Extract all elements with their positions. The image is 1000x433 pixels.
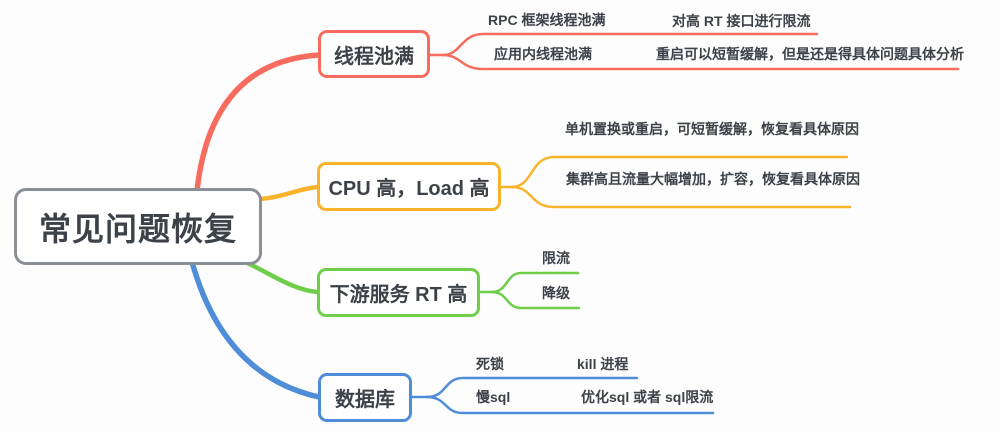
- branch-node-cpu-load[interactable]: CPU 高，Load 高: [317, 162, 501, 211]
- leaf-slow-sql[interactable]: 慢sql: [476, 389, 511, 405]
- leaf-deadlock[interactable]: 死锁: [476, 356, 504, 372]
- connector-root-to-database: [189, 259, 322, 400]
- leaf-note-optimize-sql[interactable]: 优化sql 或者 sql限流: [581, 389, 714, 405]
- leaf-cluster-scale-out[interactable]: 集群高且流量大幅增加，扩容，恢复看具体原因: [566, 171, 860, 187]
- branch-node-database[interactable]: 数据库: [318, 373, 412, 422]
- leaf-degrade[interactable]: 降级: [542, 285, 570, 301]
- connector-root-to-thread-pool: [194, 52, 322, 194]
- underline-degrade: [490, 290, 581, 310]
- root-node[interactable]: 常见问题恢复: [14, 188, 262, 265]
- connector-root-to-cpu-load: [258, 184, 321, 202]
- leaf-note-restart-analyze[interactable]: 重启可以短暂缓解，但是还是得具体问题具体分析: [656, 46, 964, 62]
- branch-node-thread-pool[interactable]: 线程池满: [318, 30, 430, 78]
- branch-node-database-label: 数据库: [335, 389, 395, 411]
- leaf-note-kill-process[interactable]: kill 进程: [577, 356, 629, 372]
- underline-in-app-pool: [441, 53, 960, 71]
- leaf-rpc-framework-pool[interactable]: RPC 框架线程池满: [488, 12, 606, 28]
- underline-cluster-scale-out: [510, 185, 852, 209]
- leaf-in-app-pool[interactable]: 应用内线程池满: [494, 46, 592, 62]
- branch-node-thread-pool-label: 线程池满: [334, 45, 414, 68]
- root-node-label: 常见问题恢复: [38, 210, 237, 247]
- branch-node-downstream-rt[interactable]: 下游服务 RT 高: [317, 268, 480, 317]
- connector-root-to-downstream-rt: [242, 259, 321, 295]
- leaf-rate-limit[interactable]: 限流: [542, 250, 570, 266]
- leaf-single-machine-restart[interactable]: 单机置换或重启，可短暂缓解，恢复看具体原因: [565, 121, 859, 137]
- underline-slow-sql: [425, 395, 715, 415]
- underline-single-machine-restart: [510, 155, 849, 189]
- leaf-note-limit-high-rt[interactable]: 对高 RT 接口进行限流: [672, 13, 811, 29]
- branch-node-downstream-rt-label: 下游服务 RT 高: [329, 284, 468, 306]
- branch-node-cpu-load-label: CPU 高，Load 高: [328, 178, 490, 200]
